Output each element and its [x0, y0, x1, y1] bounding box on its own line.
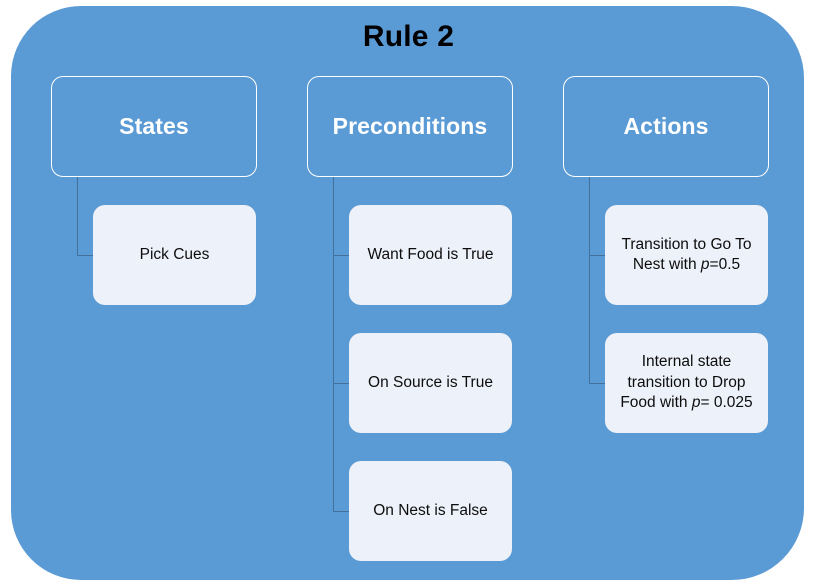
connector-actions-branch-2 — [589, 383, 606, 384]
node-transition-go-to-nest[interactable]: Transition to Go To Nest with p=0.5 — [605, 205, 768, 305]
node-internal-state-drop-food-prefix: Internal state transition to Drop Food w… — [620, 353, 746, 412]
connector-actions-trunk — [589, 177, 590, 384]
node-want-food-is-true[interactable]: Want Food is True — [349, 205, 512, 305]
column-header-actions[interactable]: Actions — [563, 76, 769, 177]
connector-states-branch-1 — [77, 255, 94, 256]
column-header-states[interactable]: States — [51, 76, 257, 177]
node-want-food-is-true-label: Want Food is True — [367, 245, 494, 263]
column-header-states-label: States — [119, 113, 189, 139]
column-header-preconditions-label: Preconditions — [332, 113, 488, 139]
node-on-nest-is-false-label: On Nest is False — [373, 501, 488, 519]
node-internal-state-drop-food-symbol: p — [691, 394, 701, 412]
connector-preconditions-branch-2 — [333, 383, 350, 384]
node-on-nest-is-false[interactable]: On Nest is False — [349, 461, 512, 561]
node-transition-go-to-nest-prefix: Transition to Go To Nest with — [621, 235, 752, 273]
node-on-source-is-true-label: On Source is True — [368, 373, 493, 391]
node-pick-cues[interactable]: Pick Cues — [93, 205, 256, 305]
connector-states-trunk — [77, 177, 78, 255]
node-transition-go-to-nest-symbol: p — [700, 256, 710, 273]
node-internal-state-drop-food-suffix: = 0.025 — [700, 394, 753, 412]
node-transition-go-to-nest-suffix: =0.5 — [709, 256, 741, 273]
column-header-actions-label: Actions — [623, 113, 709, 139]
connector-actions-branch-1 — [589, 255, 606, 256]
connector-preconditions-branch-3 — [333, 511, 350, 512]
node-pick-cues-label: Pick Cues — [139, 245, 210, 263]
node-internal-state-drop-food-label: Internal state transition to Drop Food w… — [615, 352, 758, 413]
page-title: Rule 2 — [362, 20, 455, 53]
node-transition-go-to-nest-label: Transition to Go To Nest with p=0.5 — [615, 235, 758, 276]
node-on-source-is-true[interactable]: On Source is True — [349, 333, 512, 433]
column-header-preconditions[interactable]: Preconditions — [307, 76, 513, 177]
connector-preconditions-branch-1 — [333, 255, 350, 256]
node-internal-state-drop-food[interactable]: Internal state transition to Drop Food w… — [605, 333, 768, 433]
connector-preconditions-trunk — [333, 177, 334, 511]
